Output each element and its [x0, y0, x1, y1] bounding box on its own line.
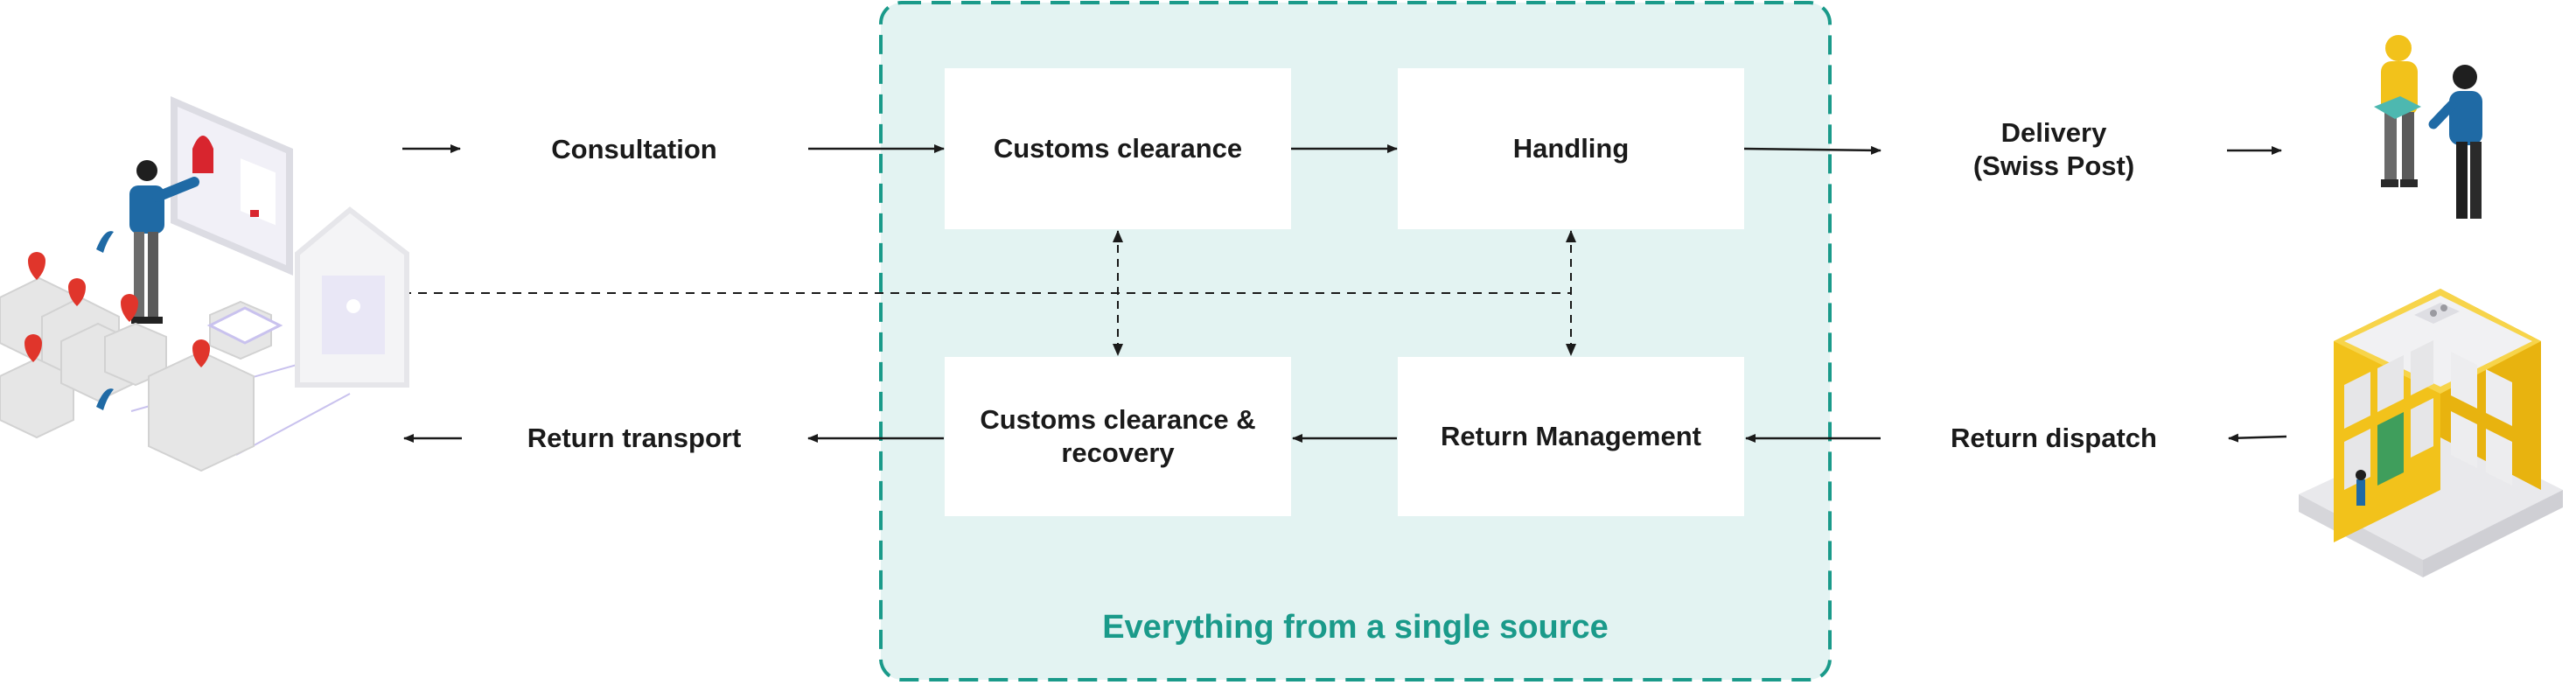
online-shop-warehouse-illustration: [0, 96, 409, 472]
customs-clearance-box: Customs clearance: [945, 68, 1291, 229]
return-management-box: Return Management: [1398, 357, 1744, 516]
consultation-label: Consultation: [551, 134, 717, 164]
yellow-building-illustration: [2299, 289, 2563, 577]
arrow-building-to-dispatch: [2228, 433, 2287, 443]
customs-recovery-box: Customs clearance & recovery: [945, 357, 1291, 516]
handling-box: Handling: [1398, 68, 1744, 229]
arrow-handling-to-delivery: [1743, 145, 1881, 155]
return-dispatch-label: Return dispatch: [1951, 423, 2157, 453]
panel-caption: Everything from a single source: [1102, 608, 1609, 646]
delivery-label: Delivery (Swiss Post): [1972, 117, 2135, 181]
return-transport-label: Return transport: [527, 423, 742, 453]
courier-handover-illustration: [2374, 35, 2482, 219]
